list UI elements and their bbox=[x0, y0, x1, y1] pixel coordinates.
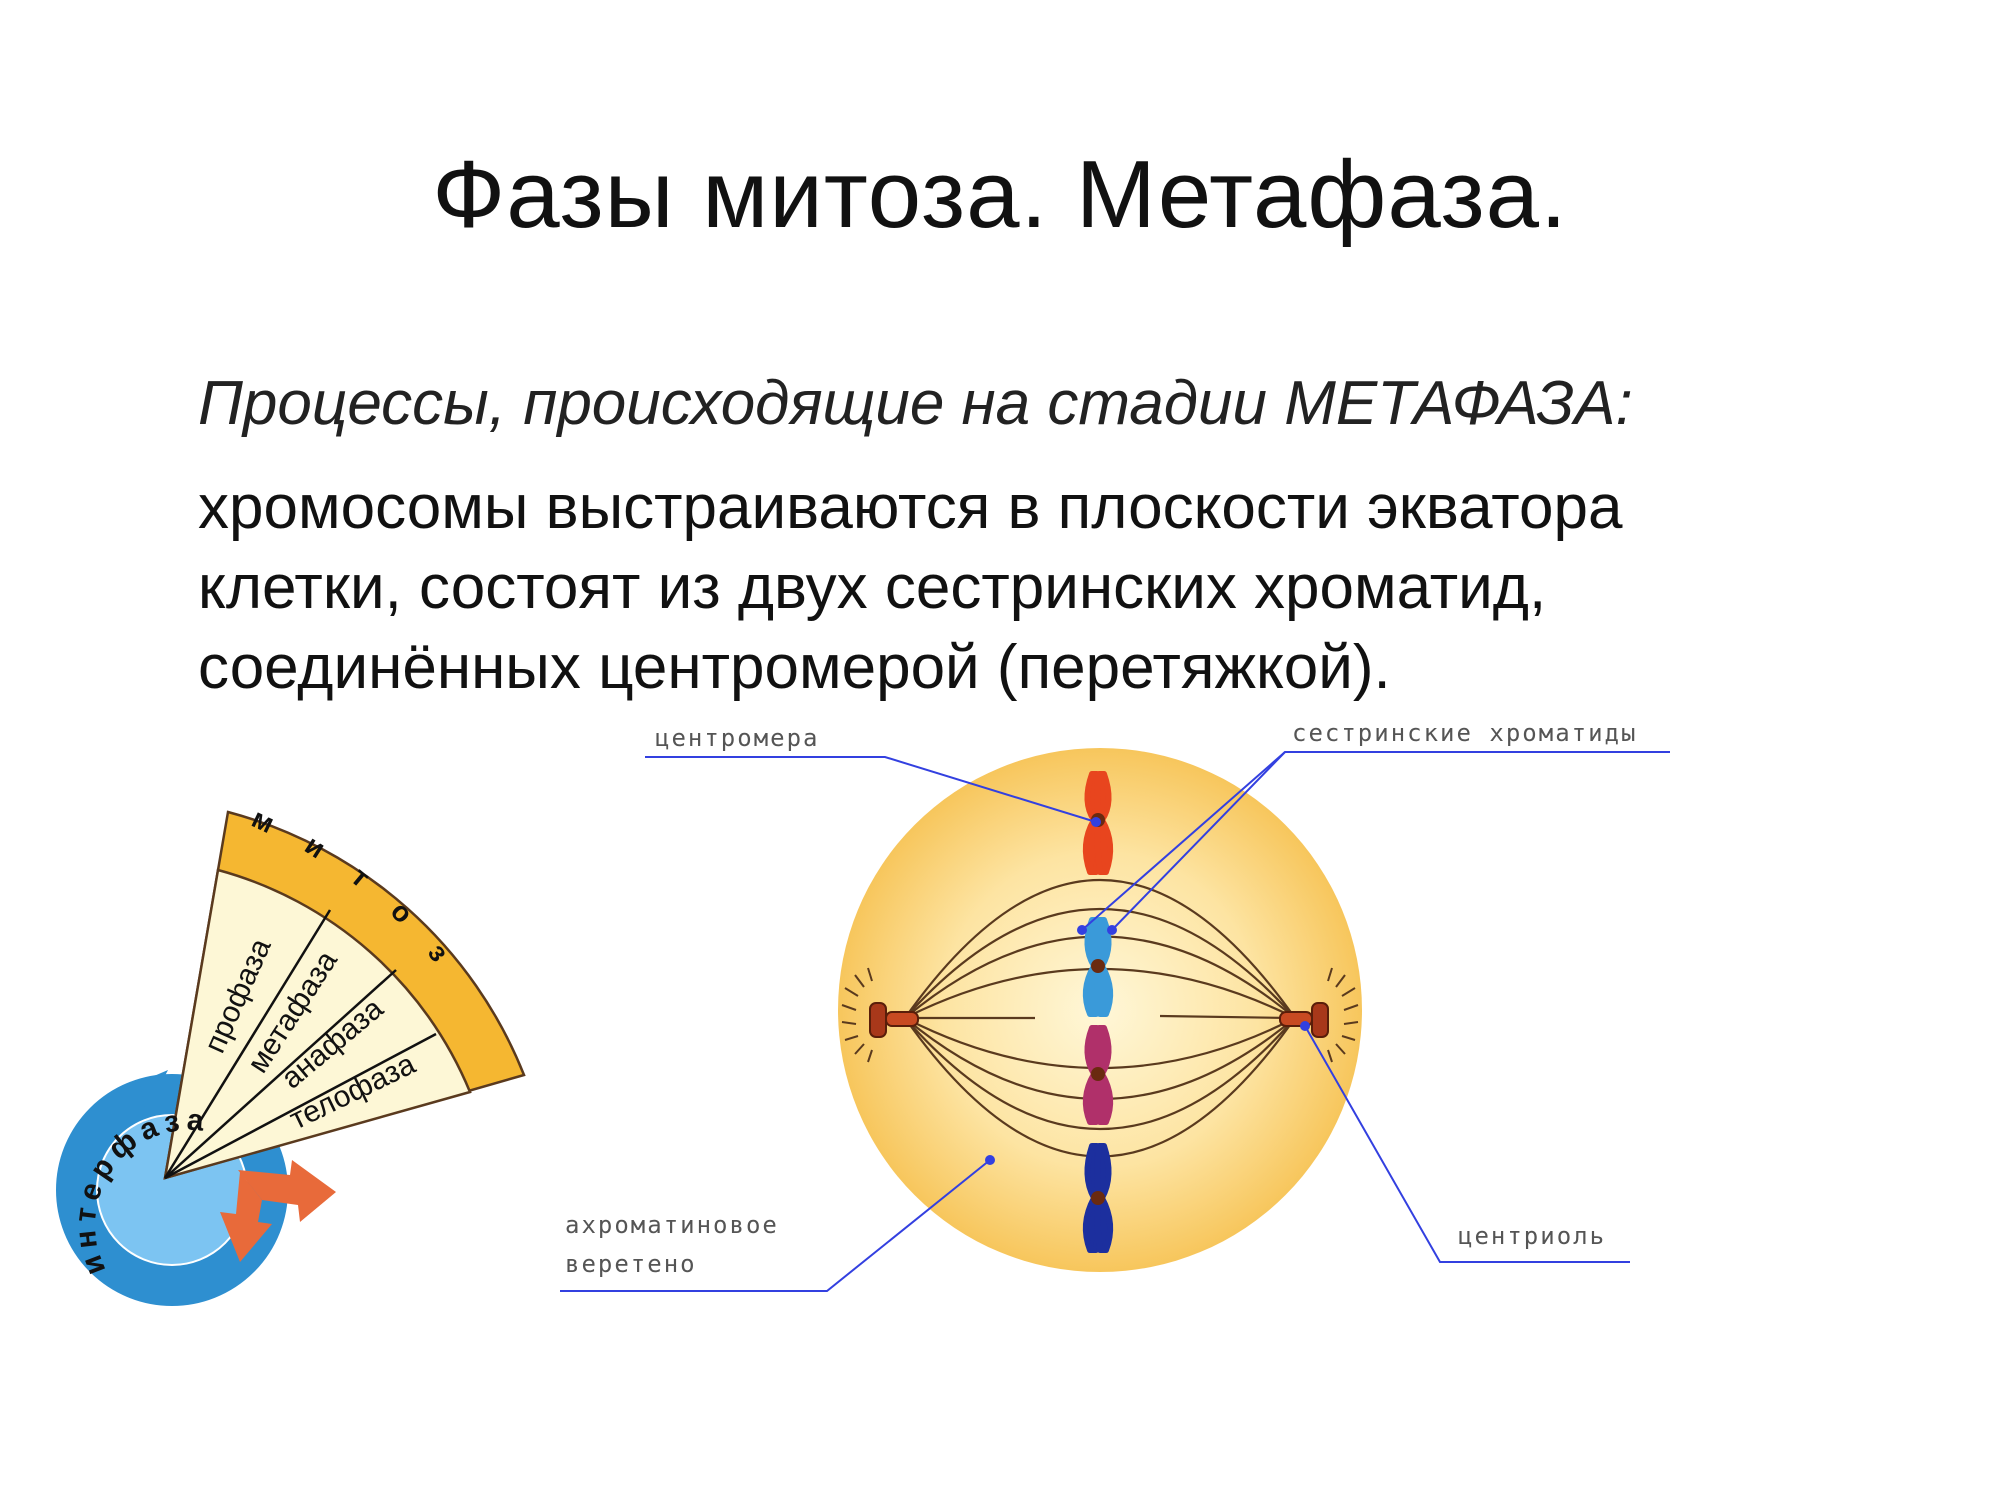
chromosome-4 bbox=[1082, 1143, 1114, 1253]
leader-lines bbox=[560, 751, 1670, 1292]
centriole-right bbox=[1279, 1002, 1329, 1038]
mitosis-sector bbox=[163, 868, 472, 1180]
label-sister-chromatids: сестринские хроматиды bbox=[1292, 719, 1637, 747]
chromosome-2 bbox=[1082, 917, 1114, 1017]
body-line-2: клетки, состоят из двух сестринских хром… bbox=[198, 553, 1547, 622]
exit-arrow-icon bbox=[220, 1160, 336, 1262]
body-line-1: хромосомы выстраиваются в плоскости эква… bbox=[198, 473, 1623, 542]
phase-dividers bbox=[163, 909, 437, 1180]
label-spindle-line2: веретено bbox=[565, 1250, 697, 1278]
slide-body: хромосомы выстраиваются в плоскости эква… bbox=[198, 468, 1898, 708]
leader-dots bbox=[985, 817, 1310, 1165]
interphase-arrow-icon bbox=[140, 1070, 168, 1112]
label-spindle-line1: ахроматиновое bbox=[565, 1211, 779, 1239]
centriole-left bbox=[869, 1002, 919, 1038]
chromosome-1 bbox=[1082, 771, 1114, 875]
label-centriole: центриоль bbox=[1458, 1222, 1606, 1250]
body-line-3: соединённых центромерой (перетяжкой). bbox=[198, 633, 1391, 702]
slide-title: Фазы митоза. Метафаза. bbox=[432, 141, 1568, 248]
label-centromere: центромера bbox=[655, 724, 820, 752]
cycle-wheel: митоз профаза метафаза анафаза телофаза … bbox=[56, 802, 526, 1306]
cell-diagram: центромера сестринские хроматиды ахромат… bbox=[560, 719, 1670, 1292]
aster-rays-right bbox=[1327, 967, 1359, 1063]
chromosome-3 bbox=[1082, 1025, 1114, 1125]
chromosomes bbox=[1082, 771, 1114, 1253]
aster-rays-left bbox=[841, 967, 873, 1063]
slide-subtitle: Процессы, происходящие на стадии МЕТАФАЗ… bbox=[198, 369, 1633, 438]
